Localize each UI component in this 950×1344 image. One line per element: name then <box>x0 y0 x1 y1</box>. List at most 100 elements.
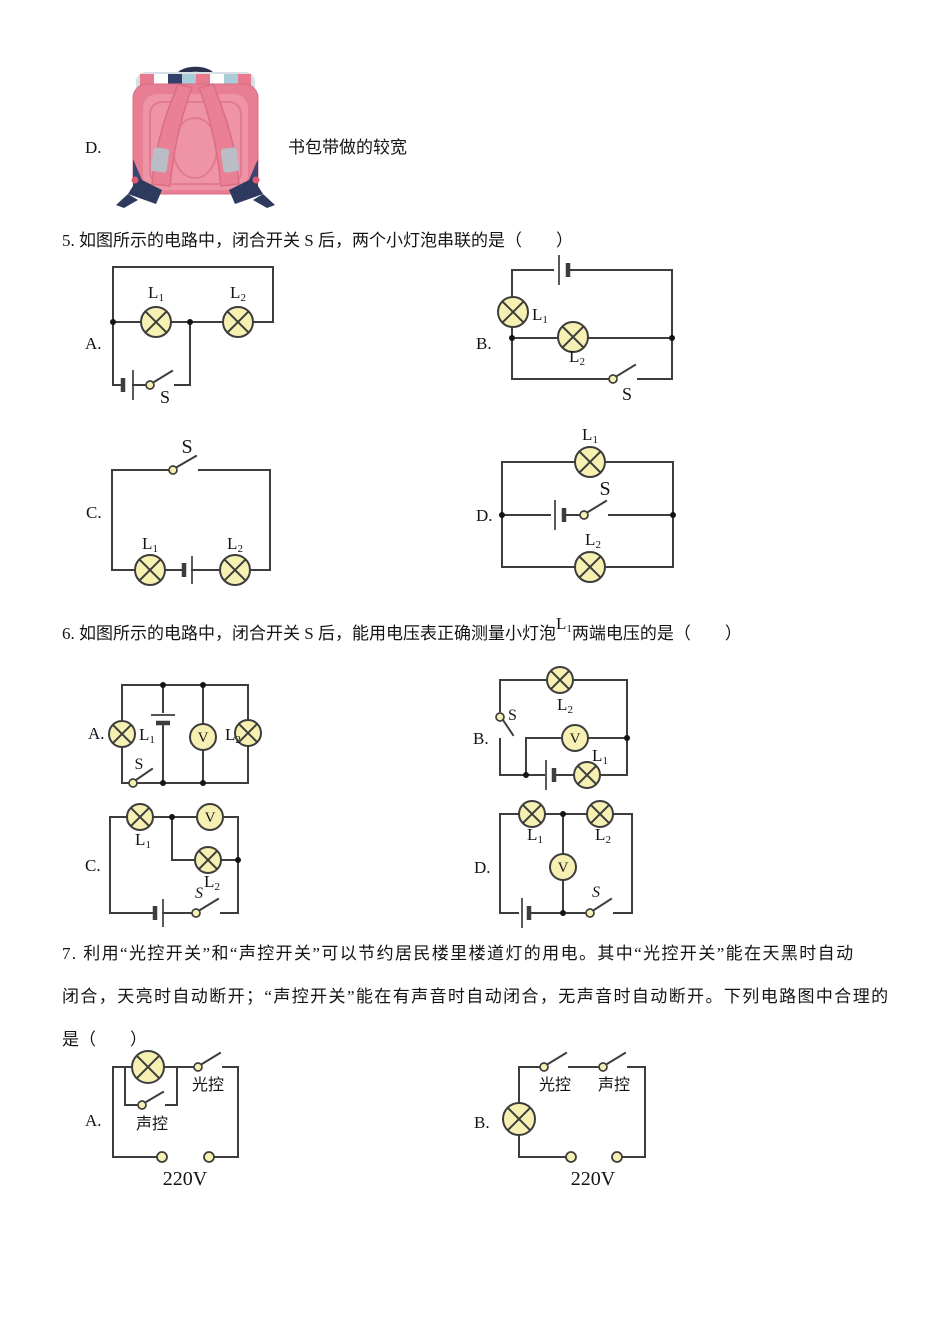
sound-switch-label: 声控 <box>598 1076 630 1094</box>
junction-dot <box>509 335 515 341</box>
q6-option-a-label: A. <box>88 724 105 743</box>
question-7-line1: 7. 利用“光控开关”和“声控开关”可以节约居民楼里楼道灯的用电。其中“光控开关… <box>62 944 855 963</box>
battery-symbol <box>181 556 193 584</box>
lamp-l1-symbol <box>126 803 154 831</box>
backpack-left-tail <box>116 194 138 208</box>
q6-option-b-label: B. <box>473 729 489 748</box>
junction-dot <box>499 512 505 518</box>
junction-dot <box>110 319 116 325</box>
lamp-l2-label: L2 <box>557 695 573 716</box>
sound-switch-symbol <box>598 1051 627 1072</box>
backpack-left-clip <box>131 176 139 184</box>
q5-circuit-a-diagram: L1 L2 S <box>110 266 274 407</box>
q7-option-a-label: A. <box>85 1111 102 1130</box>
q6-circuit-a-diagram: V L1 L2 S <box>108 682 262 788</box>
q5-option-a-label: A. <box>85 334 102 353</box>
lamp-l2-symbol <box>557 321 589 353</box>
switch-symbol <box>128 767 154 788</box>
question-5-stem: 5. 如图所示的电路中，闭合开关 S 后，两个小灯泡串联的是（ ） <box>62 231 573 250</box>
light-switch-symbol <box>193 1051 222 1072</box>
wires <box>121 684 249 784</box>
supply-terminal <box>565 1151 577 1163</box>
battery-symbol <box>151 714 175 726</box>
backpack-drawing <box>116 66 275 208</box>
lamp-symbol <box>131 1050 165 1084</box>
q6-circuit-b-diagram: V S L2 L1 <box>495 666 630 790</box>
lamp-l2-symbol <box>574 551 606 583</box>
q6-stem-before: 6. 如图所示的电路中，闭合开关 S 后，能用电压表正确测量小灯泡 <box>62 624 556 643</box>
junction-dot <box>160 682 166 688</box>
q5-circuit-b-diagram: L1 L2 S <box>497 255 675 404</box>
q7-option-b-label: B. <box>474 1113 490 1132</box>
lamp-l2-symbol <box>546 666 574 694</box>
lamp-l1-label: L1 <box>148 283 164 304</box>
switch-s-label: S <box>195 885 203 902</box>
voltmeter-symbol: V <box>561 724 589 752</box>
q7-circuit-a-diagram: 光控 声控 220V <box>112 1050 239 1190</box>
switch-s-label: S <box>135 756 144 773</box>
lamp-l2-label: L2 <box>227 534 243 555</box>
lamp-l2-label: L2 <box>569 347 585 368</box>
lamp-l2-label: L2 <box>204 872 220 893</box>
junction-dot <box>200 682 206 688</box>
question-7-line2: 闭合，天亮时自动断开；“声控开关”能在有声音时自动闭合，无声音时自动断开。下列电… <box>62 987 890 1006</box>
backpack-right-reflector <box>220 147 240 173</box>
supply-terminal <box>203 1151 215 1163</box>
junction-dot <box>160 780 166 786</box>
battery-symbol <box>521 898 532 928</box>
q7-circuit-b-diagram: 光控 声控 220V <box>502 1051 646 1190</box>
lamp-symbol <box>502 1102 536 1136</box>
lamp-l1-label: L1 <box>139 725 155 746</box>
lamp-l2-symbol <box>586 800 614 828</box>
lamp-l1-label: L1 <box>532 305 548 326</box>
voltmeter-label: V <box>198 730 209 746</box>
lamp-l2-symbol <box>194 846 222 874</box>
q5-circuit-c-diagram: S L1 L2 <box>111 436 271 586</box>
lamp-l1-label: L1 <box>135 830 151 851</box>
junction-dot <box>624 735 630 741</box>
lamp-l1-symbol <box>134 554 166 586</box>
switch-s-label: S <box>160 387 170 407</box>
voltmeter-symbol: V <box>189 723 217 751</box>
switch-symbol <box>145 369 174 390</box>
lamp-l1-symbol <box>140 306 172 338</box>
junction-dot <box>560 811 566 817</box>
lamp-l1-symbol <box>573 761 601 789</box>
backpack-right-clip <box>252 176 260 184</box>
prev-question-option-d-label: D. <box>85 138 102 157</box>
question-7-line3: 是（ ） <box>62 1030 147 1049</box>
supply-terminal <box>611 1151 623 1163</box>
backpack-left-webbing <box>128 178 162 204</box>
switch-symbol <box>585 897 613 918</box>
battery-symbol <box>120 370 134 400</box>
switch-s-label: S <box>592 884 600 901</box>
junction-dot <box>523 772 529 778</box>
backpack-left-reflector <box>150 147 170 173</box>
wires <box>518 1066 646 1158</box>
lamp-l1-label: L1 <box>582 425 598 446</box>
light-switch-label: 光控 <box>539 1076 571 1094</box>
lamp-l2-symbol <box>234 719 262 747</box>
switch-symbol <box>168 454 198 475</box>
q5-option-d-label: D. <box>476 506 493 525</box>
question-6-stem: 6. 如图所示的电路中，闭合开关 S 后，能用电压表正确测量小灯泡L1两端电压的… <box>62 614 742 647</box>
switch-symbol <box>579 499 608 520</box>
q6-stem-after: 两端电压的是（ ） <box>571 624 742 643</box>
backpack-right-webbing <box>229 178 263 204</box>
light-switch-symbol <box>539 1051 568 1072</box>
voltmeter-label: V <box>558 860 569 876</box>
switch-symbol <box>608 363 637 384</box>
switch-symbol <box>191 897 220 918</box>
supply-terminal <box>156 1151 168 1163</box>
junction-dot <box>235 857 241 863</box>
sound-switch-label: 声控 <box>136 1115 168 1133</box>
lamp-l1-label: L1 <box>592 746 608 767</box>
q5-circuit-d-diagram: L1 S L2 <box>499 425 676 583</box>
junction-dot <box>200 780 206 786</box>
junction-dot <box>169 814 175 820</box>
junction-dot <box>560 910 566 916</box>
lamp-l1-symbol <box>497 296 529 328</box>
lamp-l1-symbol <box>108 720 136 748</box>
q6-lamp-ref: L1 <box>555 614 572 635</box>
